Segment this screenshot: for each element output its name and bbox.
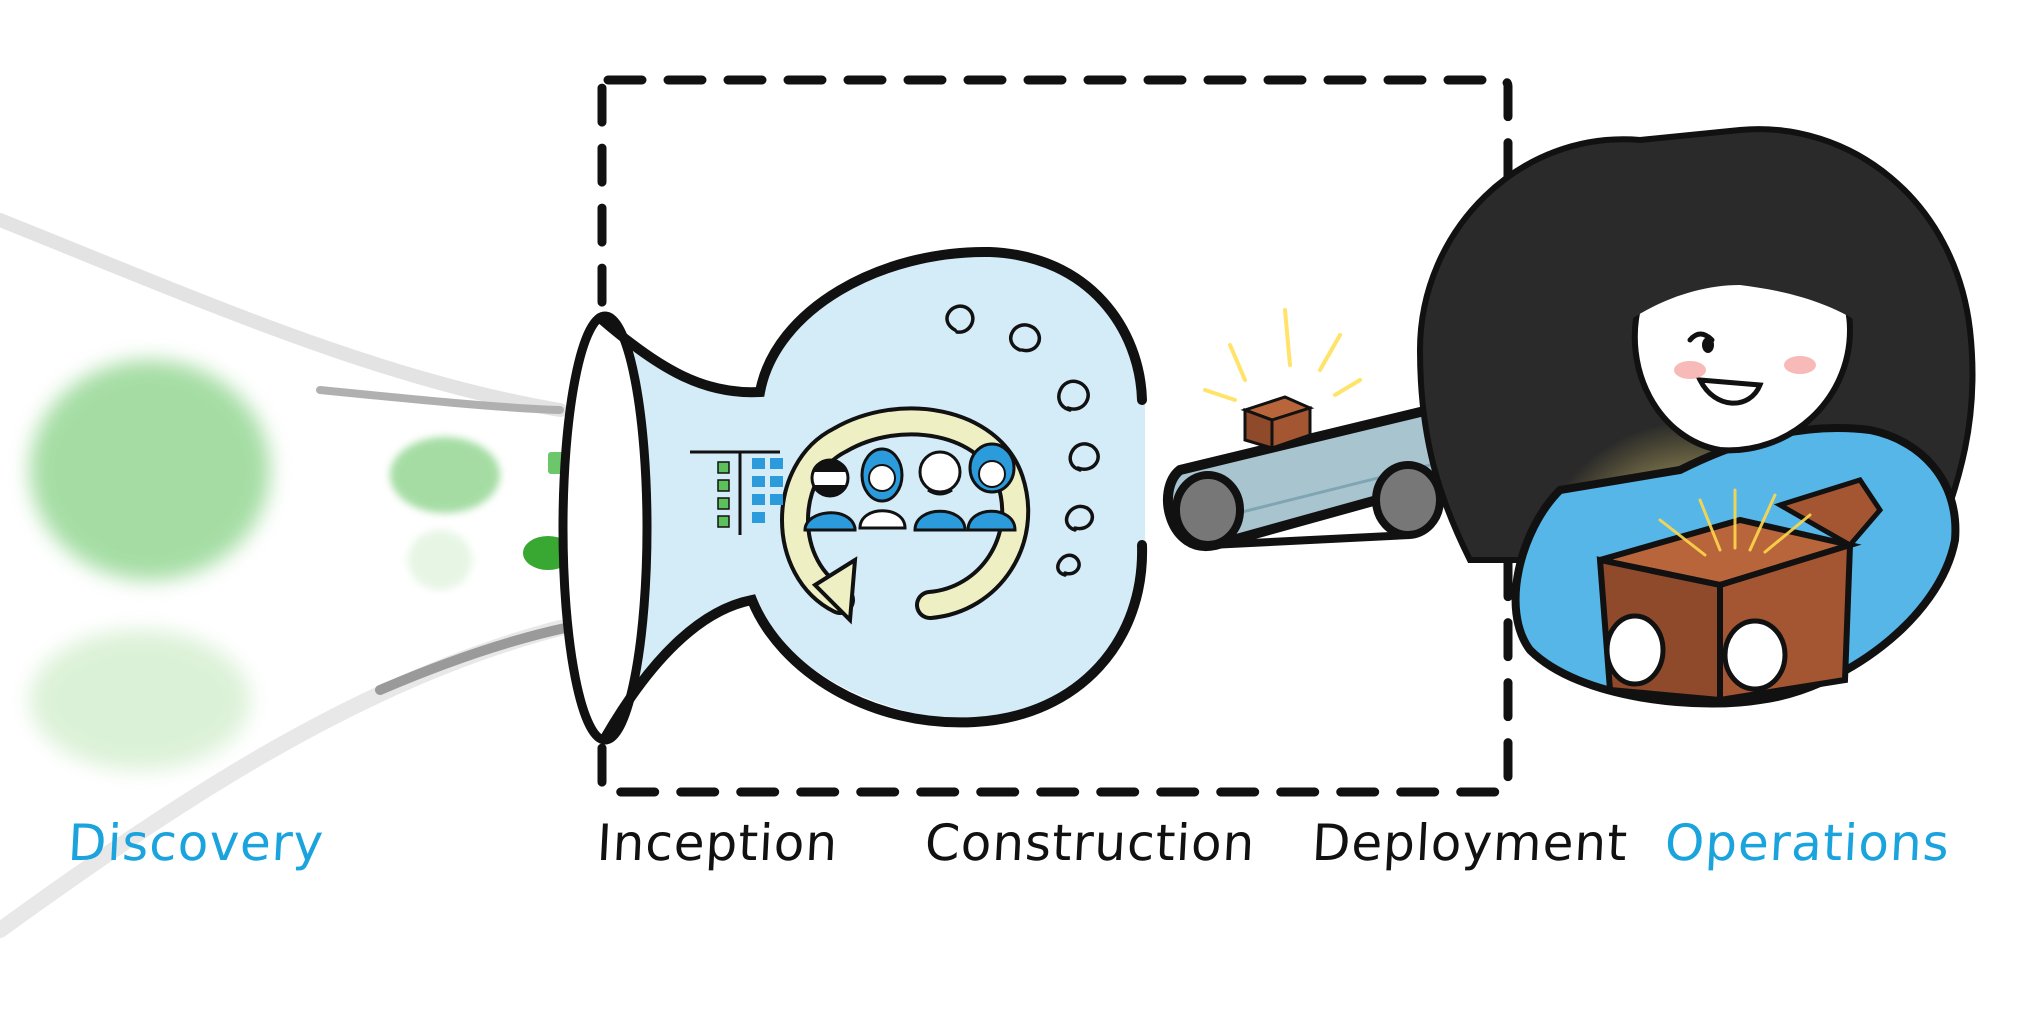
dashed-scope-box — [597, 75, 1513, 797]
flask-icon — [558, 246, 1148, 745]
task-board-icon — [690, 450, 783, 535]
green-cloud-icon — [30, 360, 620, 770]
package-box-small-icon — [1240, 395, 1315, 451]
iteration-spirals — [945, 304, 1100, 577]
phase-label-construction: Construction — [923, 814, 1257, 872]
happy-user-icon — [1416, 126, 1976, 708]
phase-label-discovery: Discovery — [66, 814, 326, 872]
conveyor-belt-icon — [1162, 308, 1512, 552]
phase-label-inception: Inception — [595, 814, 840, 872]
iteration-cycle-icon — [780, 406, 1031, 625]
phase-label-deployment: Deployment — [1310, 814, 1630, 872]
discovery-funnel-lines — [0, 213, 570, 938]
team-people-icon — [803, 442, 1017, 532]
phase-label-operations: Operations — [1663, 814, 1952, 872]
